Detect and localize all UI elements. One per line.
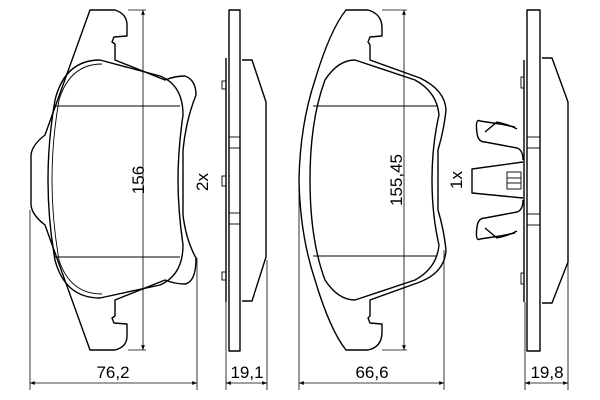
pad-1-quantity-label: 2x	[193, 173, 212, 191]
pad-2-front-view	[298, 9, 447, 351]
pad-2-side-view	[520, 9, 569, 352]
pad-1-side-view	[221, 9, 267, 352]
spring-clip	[471, 119, 524, 241]
pad-2-height-label: 155,45	[387, 154, 406, 206]
pad-1-thickness-label: 19,1	[230, 363, 263, 382]
pad-1-height-label: 156	[129, 166, 148, 194]
pad-2-quantity-label: 1x	[447, 171, 466, 189]
pad-2-thickness-label: 19,8	[530, 363, 563, 382]
pad-1-width-label: 76,2	[96, 363, 129, 382]
pad-1-front-view	[30, 9, 197, 351]
pad-2-width-label: 66,6	[355, 363, 388, 382]
